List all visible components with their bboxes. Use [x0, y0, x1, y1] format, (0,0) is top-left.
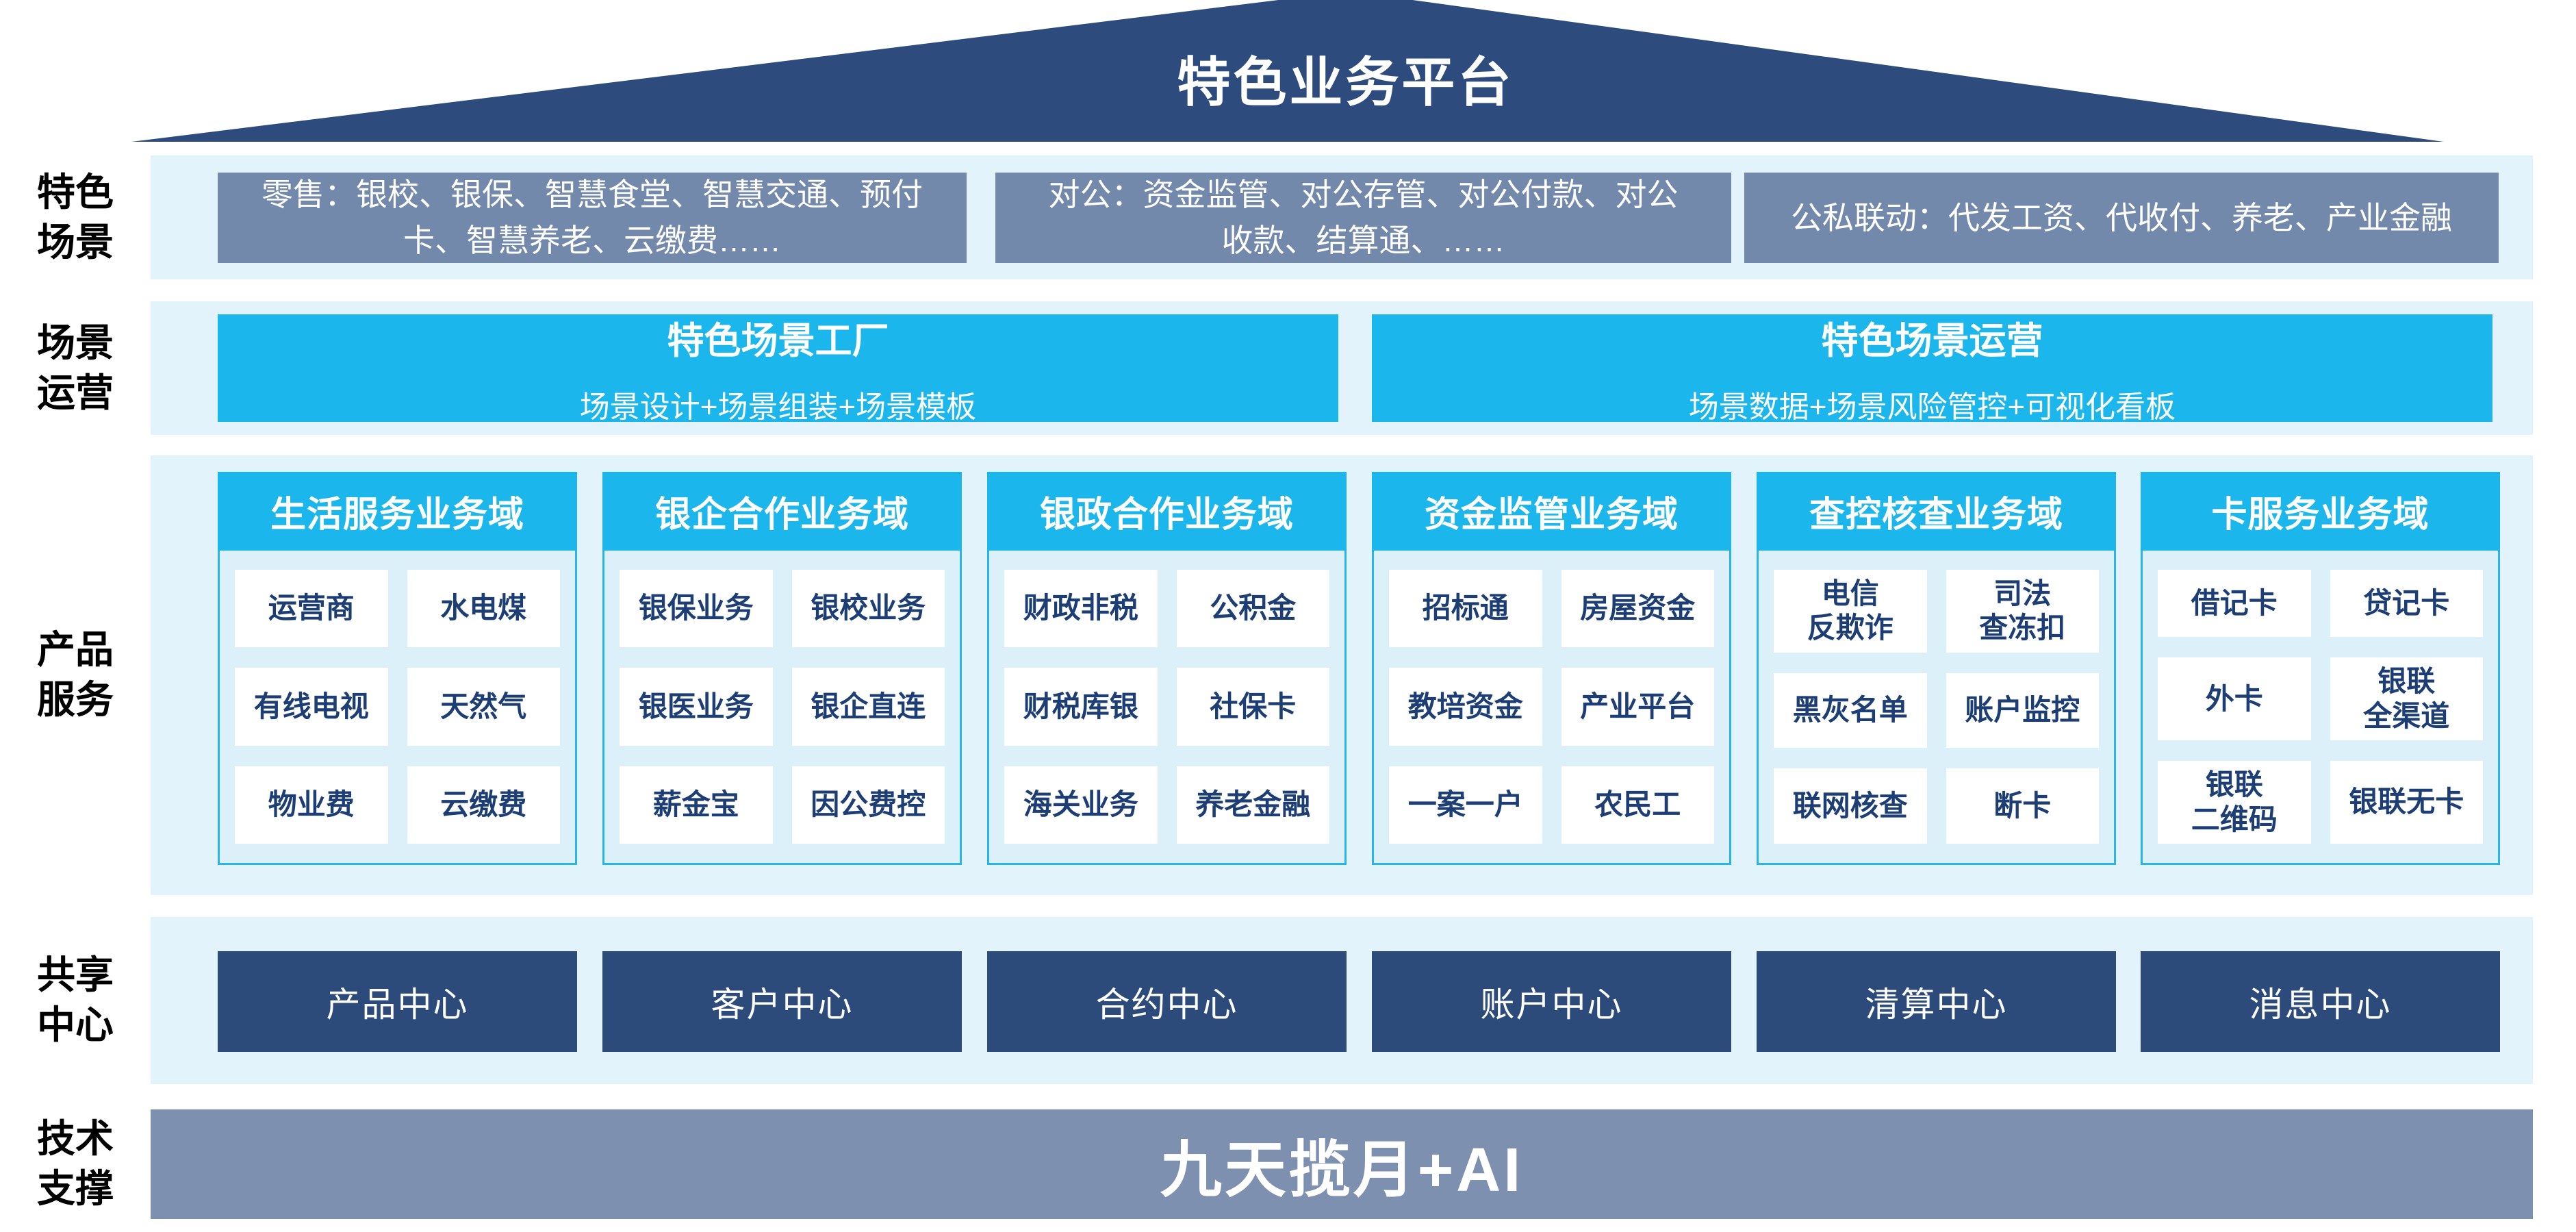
product-column-life-services: 生活服务业务域 运营商 水电煤 有线电视 天然气 物业费 云缴费 — [218, 472, 577, 865]
platform-roof: 特色业务平台 — [131, 0, 2444, 142]
product-row: 一案一户 农民工 — [1389, 766, 1714, 844]
product-cell: 一案一户 — [1389, 766, 1542, 844]
product-cell: 农民工 — [1561, 766, 1714, 844]
product-column-fund-supervision: 资金监管业务域 招标通 房屋资金 教培资金 产业平台 一案一户 农民工 — [1372, 472, 1731, 865]
product-column-header: 生活服务业务域 — [218, 472, 577, 551]
product-row: 教培资金 产业平台 — [1389, 668, 1714, 746]
product-cell: 教培资金 — [1389, 668, 1542, 746]
op-box-subtitle: 场景数据+场景风险管控+可视化看板 — [1688, 390, 2176, 424]
product-cell: 社保卡 — [1176, 668, 1329, 746]
product-row: 借记卡 贷记卡 — [2158, 570, 2483, 638]
op-box-title: 特色场景运营 — [1821, 320, 2043, 362]
share-band: 产品中心 客户中心 合约中心 账户中心 清算中心 消息中心 — [151, 917, 2533, 1084]
product-cell: 水电煤 — [407, 570, 560, 648]
product-cell: 房屋资金 — [1561, 570, 1714, 648]
product-column-bank-enterprise: 银企合作业务域 银保业务 银校业务 银医业务 银企直连 薪金宝 因公费控 — [602, 472, 962, 865]
product-column-body: 电信 反欺诈 司法 查冻扣 黑灰名单 账户监控 联网核查 断卡 — [1757, 551, 2116, 865]
platform-title: 特色业务平台 — [1177, 52, 1514, 112]
product-row: 运营商 水电煤 — [235, 570, 560, 648]
product-row: 电信 反欺诈 司法 查冻扣 — [1774, 570, 2099, 653]
product-row: 物业费 云缴费 — [235, 766, 560, 844]
product-row: 薪金宝 因公费控 — [620, 766, 945, 844]
section-label-share: 共享 中心 — [37, 953, 114, 1046]
product-row: 招标通 房屋资金 — [1389, 570, 1714, 648]
product-cell: 招标通 — [1389, 570, 1542, 648]
center-box-message: 消息中心 — [2141, 951, 2500, 1052]
product-cell: 有线电视 — [235, 668, 388, 746]
product-column-header: 银政合作业务域 — [987, 472, 1347, 551]
product-column-header: 卡服务业务域 — [2141, 472, 2500, 551]
center-box-contract: 合约中心 — [987, 951, 1347, 1052]
product-cell: 银联无卡 — [2330, 761, 2483, 844]
product-row: 海关业务 养老金融 — [1004, 766, 1329, 844]
product-row: 银联 二维码 银联无卡 — [2158, 761, 2483, 844]
product-column-body: 运营商 水电煤 有线电视 天然气 物业费 云缴费 — [218, 551, 577, 865]
product-cell: 财政非税 — [1004, 570, 1158, 648]
product-cell: 天然气 — [407, 668, 560, 746]
center-box-clearing: 清算中心 — [1757, 951, 2116, 1052]
product-cell: 电信 反欺诈 — [1774, 570, 1927, 653]
center-box-account: 账户中心 — [1372, 951, 1731, 1052]
center-box-customer: 客户中心 — [602, 951, 962, 1052]
product-cell: 银保业务 — [620, 570, 773, 648]
product-cell: 物业费 — [235, 766, 388, 844]
op-box-subtitle: 场景设计+场景组装+场景模板 — [579, 390, 977, 424]
section-label-product: 产品 服务 — [37, 628, 114, 721]
product-column-header: 资金监管业务域 — [1372, 472, 1731, 551]
op-box-scene-operation: 特色场景运营 场景数据+场景风险管控+可视化看板 — [1372, 314, 2492, 424]
product-cell: 借记卡 — [2158, 570, 2311, 638]
product-row: 外卡 银联 全渠道 — [2158, 657, 2483, 741]
product-column-body: 招标通 房屋资金 教培资金 产业平台 一案一户 农民工 — [1372, 551, 1731, 865]
product-row: 黑灰名单 账户监控 — [1774, 672, 2099, 749]
product-cell: 薪金宝 — [620, 766, 773, 844]
scene-box-public-private: 公私联动：代发工资、代收付、养老、产业金融 — [1744, 173, 2499, 263]
product-cell: 账户监控 — [1946, 672, 2099, 749]
product-cell: 银医业务 — [620, 668, 773, 746]
product-column-inquiry-control: 查控核查业务域 电信 反欺诈 司法 查冻扣 黑灰名单 账户监控 联网核查 断卡 — [1757, 472, 2116, 865]
product-cell: 断卡 — [1946, 768, 2099, 844]
product-cell: 银联 二维码 — [2158, 761, 2311, 844]
product-cell: 黑灰名单 — [1774, 672, 1927, 749]
product-cell: 因公费控 — [791, 766, 945, 844]
product-column-card-services: 卡服务业务域 借记卡 贷记卡 外卡 银联 全渠道 银联 二维码 银联无卡 — [2141, 472, 2500, 865]
op-box-scene-factory: 特色场景工厂 场景设计+场景组装+场景模板 — [218, 314, 1338, 424]
section-label-operation: 场景 运营 — [37, 320, 114, 414]
product-cell: 养老金融 — [1176, 766, 1329, 844]
product-cell: 运营商 — [235, 570, 388, 648]
scene-box-corporate: 对公：资金监管、对公存管、对公付款、对公收款、结算通、…… — [995, 173, 1731, 263]
product-column-body: 财政非税 公积金 财税库银 社保卡 海关业务 养老金融 — [987, 551, 1347, 865]
product-column-body: 借记卡 贷记卡 外卡 银联 全渠道 银联 二维码 银联无卡 — [2141, 551, 2500, 865]
product-band: 生活服务业务域 运营商 水电煤 有线电视 天然气 物业费 云缴费 银企合作业务域 — [151, 455, 2533, 895]
product-cell: 外卡 — [2158, 657, 2311, 741]
product-cell: 贷记卡 — [2330, 570, 2483, 638]
product-cell: 财税库银 — [1004, 668, 1158, 746]
operation-band: 特色场景工厂 场景设计+场景组装+场景模板 特色场景运营 场景数据+场景风险管控… — [151, 301, 2533, 435]
product-column-body: 银保业务 银校业务 银医业务 银企直连 薪金宝 因公费控 — [602, 551, 962, 865]
product-cell: 银联 全渠道 — [2330, 657, 2483, 741]
tech-support-bar: 九天揽月+AI — [151, 1109, 2533, 1219]
product-row: 联网核查 断卡 — [1774, 768, 2099, 844]
product-column-bank-government: 银政合作业务域 财政非税 公积金 财税库银 社保卡 海关业务 养老金融 — [987, 472, 1347, 865]
scene-band: 零售：银校、银保、智慧食堂、智慧交通、预付卡、智慧养老、云缴费…… 对公：资金监… — [151, 155, 2533, 279]
product-row: 银保业务 银校业务 — [620, 570, 945, 648]
center-box-product: 产品中心 — [218, 951, 577, 1052]
product-cell: 产业平台 — [1561, 668, 1714, 746]
product-cell: 银企直连 — [791, 668, 945, 746]
product-cell: 海关业务 — [1004, 766, 1158, 844]
scene-box-retail: 零售：银校、银保、智慧食堂、智慧交通、预付卡、智慧养老、云缴费…… — [218, 173, 967, 263]
product-row: 财税库银 社保卡 — [1004, 668, 1329, 746]
product-cell: 司法 查冻扣 — [1946, 570, 2099, 653]
product-cell: 银校业务 — [791, 570, 945, 648]
section-label-scene: 特色 场景 — [37, 170, 114, 264]
product-cell: 公积金 — [1176, 570, 1329, 648]
product-column-header: 查控核查业务域 — [1757, 472, 2116, 551]
section-label-tech: 技术 支撑 — [37, 1117, 114, 1210]
product-row: 有线电视 天然气 — [235, 668, 560, 746]
product-column-header: 银企合作业务域 — [602, 472, 962, 551]
op-box-title: 特色场景工厂 — [667, 320, 889, 362]
product-cell: 云缴费 — [407, 766, 560, 844]
product-row: 财政非税 公积金 — [1004, 570, 1329, 648]
product-row: 银医业务 银企直连 — [620, 668, 945, 746]
product-cell: 联网核查 — [1774, 768, 1927, 844]
